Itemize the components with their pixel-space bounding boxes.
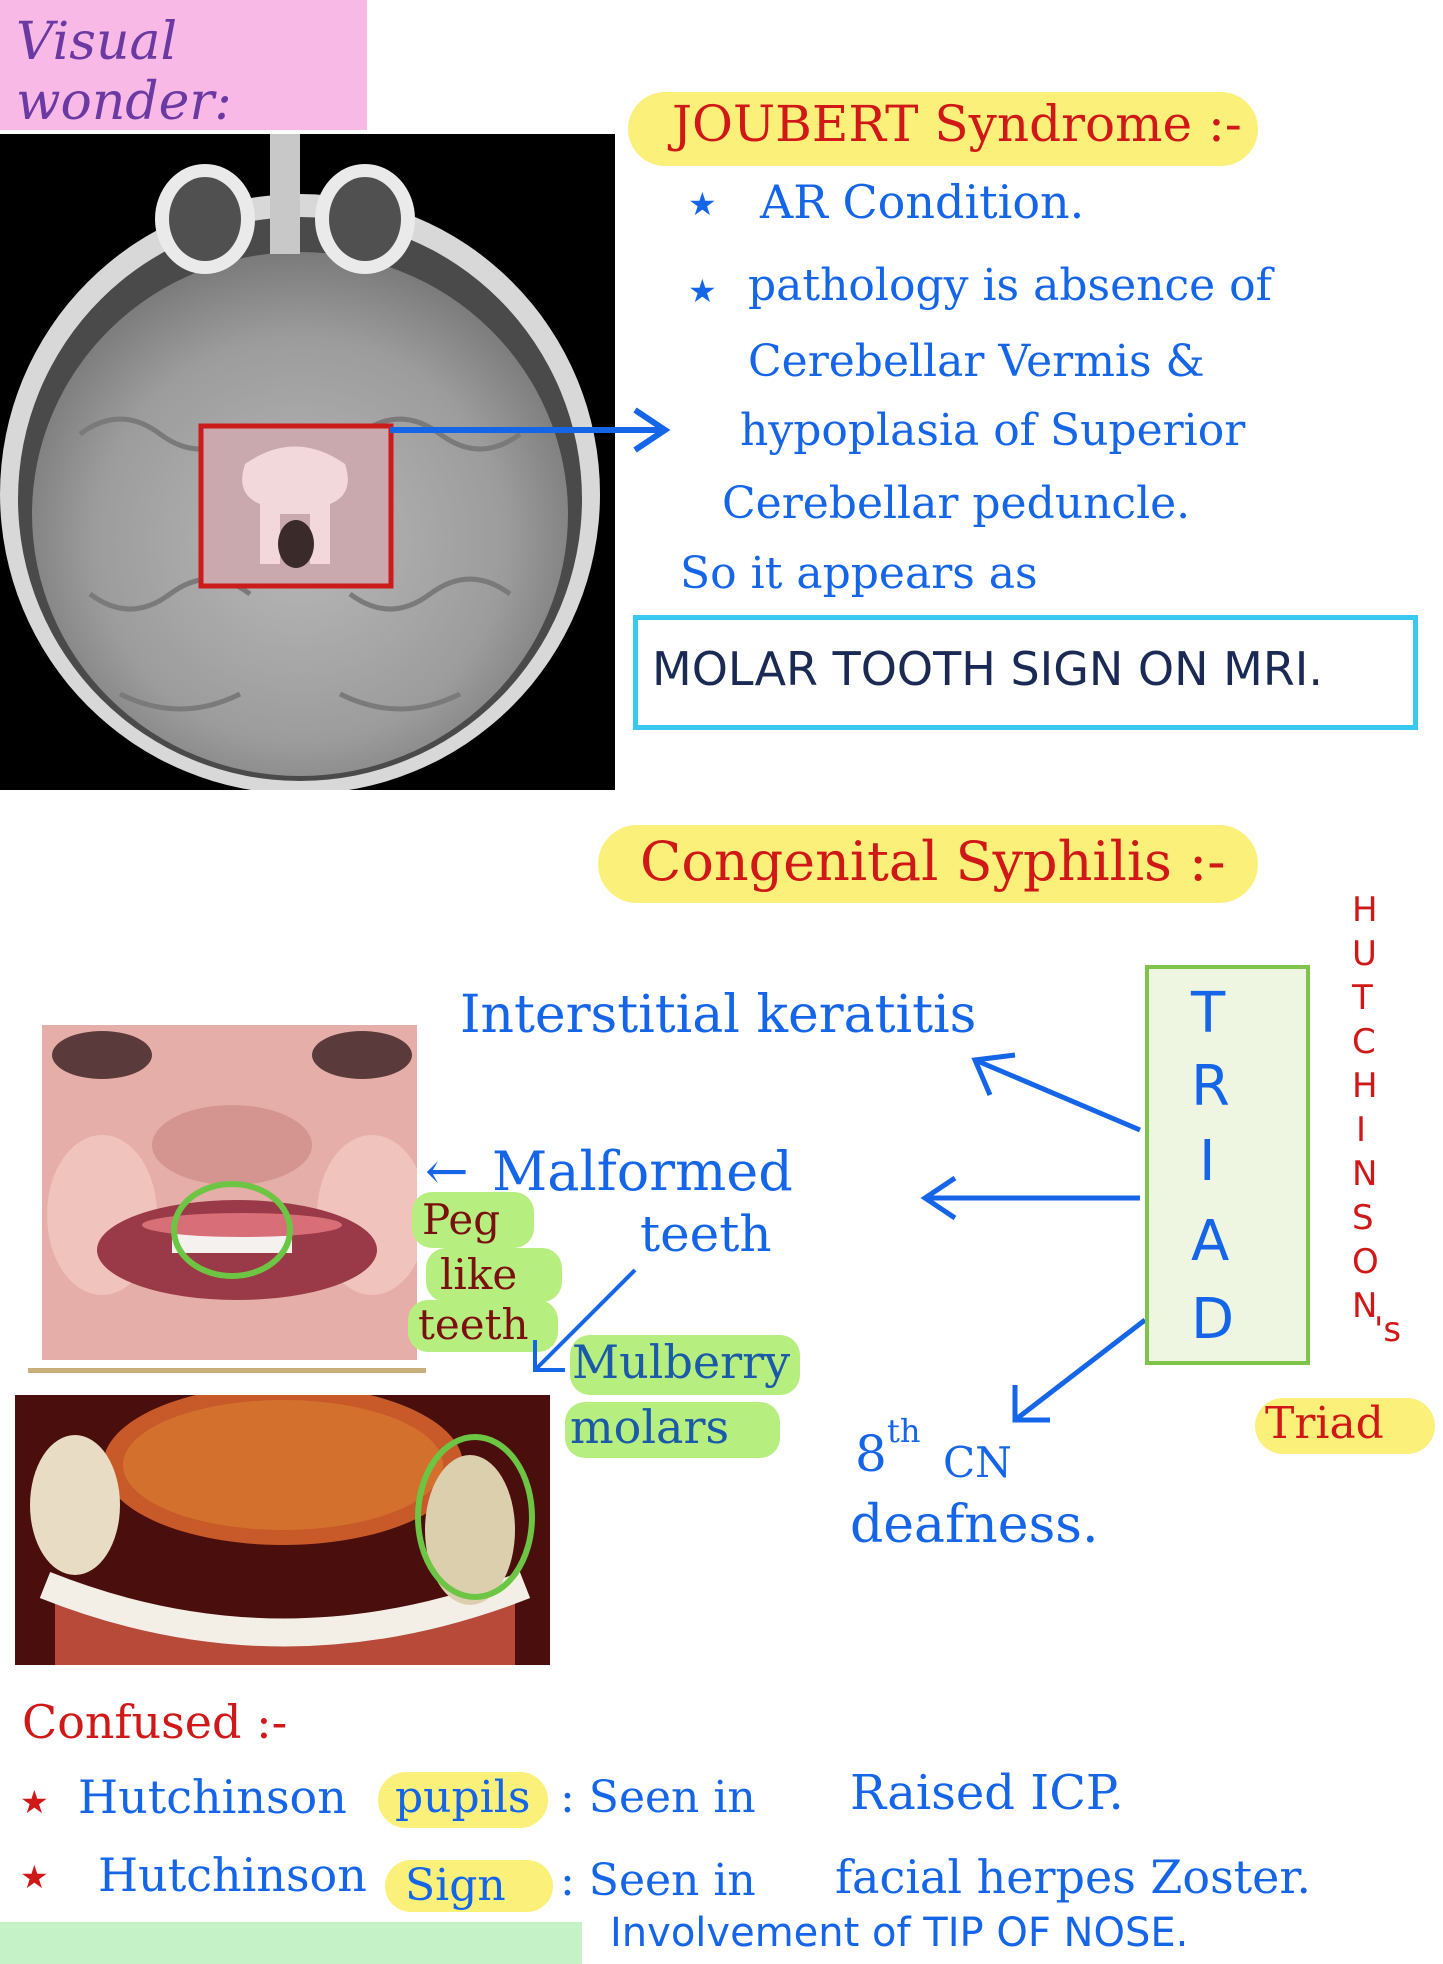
mulberry-label-bg-2 (565, 1402, 780, 1458)
mulberry-label-bg-1 (570, 1335, 800, 1395)
joubert-so-line: So it appears as (680, 548, 1038, 599)
hutch-letter-5: H (1352, 1066, 1378, 1106)
mulberry-molars-illustration (15, 1395, 550, 1665)
hutch-letter-9: O (1352, 1242, 1379, 1282)
mri-pointer-arrow (390, 407, 671, 453)
joubert-bullet-2-line-2: Cerebellar Vermis & (748, 336, 1205, 387)
triad-label: Triad (1265, 1398, 1384, 1449)
syphilis-title-highlight (598, 825, 1258, 903)
cn-number: 8 (855, 1425, 887, 1483)
row1-pupils-highlight (378, 1772, 548, 1828)
row3-involvement: Involvement of TIP OF NOSE. (610, 1910, 1189, 1956)
triad-letter-i: I (1199, 1129, 1216, 1194)
mulberry-line-1: Mulberry (572, 1335, 791, 1389)
triad-arrows (533, 1052, 1147, 1423)
hutch-letter-3: T (1352, 978, 1373, 1018)
row2-facial-herpes: facial herpes Zoster. (835, 1850, 1311, 1904)
peg-line-1: Peg (422, 1195, 501, 1244)
joubert-title: JOUBERT Syndrome :- (672, 95, 1242, 153)
mulberry-molars-photo (15, 1395, 550, 1665)
triad-letter-a: A (1191, 1209, 1230, 1274)
mulberry-line-2: molars (570, 1400, 730, 1454)
confused-star-2: ★ (20, 1858, 49, 1896)
syphilis-title: Congenital Syphilis :- (640, 830, 1226, 893)
hutch-letter-4: C (1352, 1022, 1376, 1062)
peg-teeth-illustration (42, 1025, 417, 1360)
triad-letter-r: R (1191, 1054, 1230, 1119)
cn-text: CN (943, 1438, 1012, 1487)
row2-seen-in: : Seen in (560, 1855, 756, 1906)
peg-line-3: teeth (418, 1300, 529, 1349)
triad-box: T R I A D (1145, 965, 1310, 1365)
mri-brain-illustration (0, 134, 615, 790)
hutch-letter-11: 's (1374, 1310, 1402, 1350)
peg-label-bg-2 (426, 1248, 562, 1302)
peg-label-bg-1 (412, 1192, 534, 1248)
mri-image (0, 134, 615, 790)
cn-label: 8 th CN (855, 1412, 1055, 1490)
peg-line-2: like (440, 1250, 518, 1299)
joubert-bullet-2-line-3: hypoplasia of Superior (740, 405, 1246, 456)
cn-superscript: th (887, 1412, 921, 1450)
row2-sign-highlight (385, 1860, 553, 1912)
malformed-line-1: Malformed (492, 1140, 793, 1203)
joubert-title-highlight (628, 92, 1258, 166)
hutch-letter-6: I (1356, 1110, 1367, 1150)
confused-star-1: ★ (20, 1783, 49, 1821)
hutch-letter-1: H (1352, 890, 1378, 930)
triad-letter-d: D (1191, 1287, 1235, 1352)
malformed-line-2: teeth (640, 1205, 772, 1263)
peg-teeth-photo (42, 1025, 417, 1360)
hutch-letter-7: N (1352, 1154, 1378, 1194)
triad-label-highlight (1255, 1398, 1435, 1454)
hutch-letter-2: U (1352, 934, 1377, 974)
molar-tooth-sign-text: MOLAR TOOTH SIGN ON MRI. (652, 642, 1323, 696)
triad-letter-t: T (1191, 981, 1226, 1046)
bullet-star-1: ★ (688, 185, 717, 223)
bullet-star-2: ★ (688, 272, 717, 310)
row1-seen-in: : Seen in (560, 1772, 756, 1823)
hutch-letter-8: S (1352, 1198, 1374, 1238)
row1-hutchinson: Hutchinson (78, 1770, 347, 1824)
molar-tooth-sign-box: MOLAR TOOTH SIGN ON MRI. (633, 615, 1418, 730)
row2-sign: Sign (405, 1860, 506, 1911)
row1-pupils: pupils (395, 1772, 531, 1823)
deafness: deafness. (850, 1495, 1099, 1555)
interstitial-keratitis: Interstitial keratitis (460, 985, 977, 1045)
bottom-green-strip (0, 1922, 582, 1964)
hutch-letter-10: N (1352, 1286, 1378, 1326)
photo-divider (28, 1368, 426, 1373)
joubert-bullet-2-line-4: Cerebellar peduncle. (722, 478, 1191, 529)
joubert-bullet-1: AR Condition. (760, 175, 1085, 229)
header-banner: Visual wonder: (0, 0, 367, 132)
header-title: Visual wonder: (16, 12, 232, 132)
row1-raised-icp: Raised ICP. (850, 1765, 1124, 1821)
confused-title: Confused :- (22, 1695, 288, 1749)
row2-hutchinson: Hutchinson (98, 1848, 367, 1902)
joubert-bullet-2-line-1: pathology is absence of (748, 260, 1272, 311)
